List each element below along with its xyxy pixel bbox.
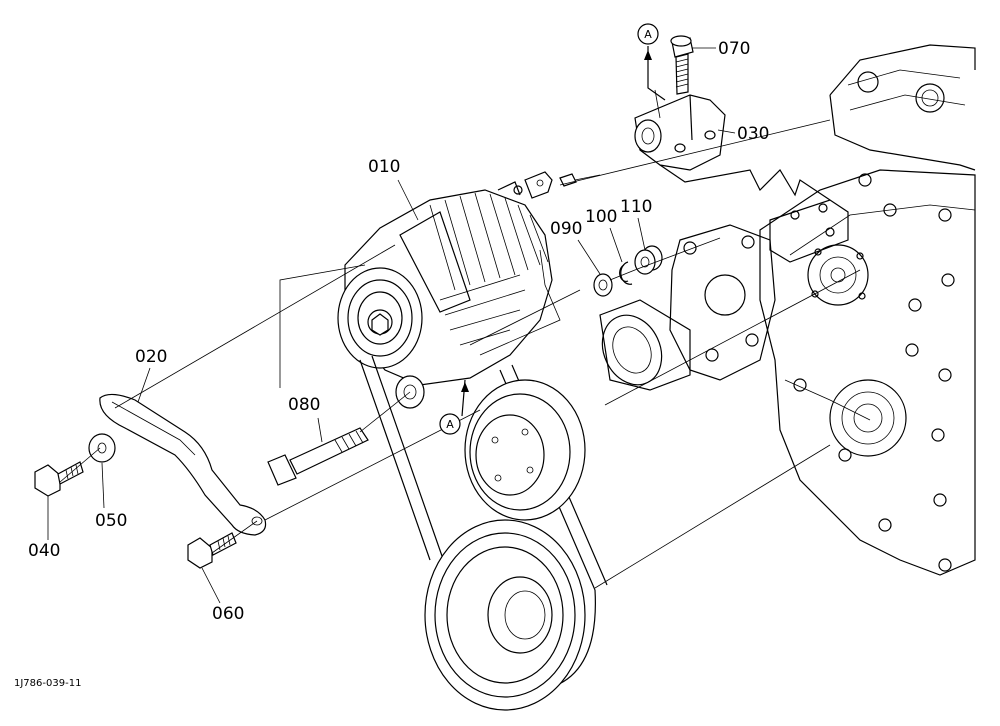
label-040: 040: [28, 541, 60, 561]
terminal-bracket: [524, 171, 577, 199]
crank-pulley: [424, 519, 586, 711]
bolt-040: [34, 461, 84, 497]
spacer-110: [634, 245, 663, 275]
label-090: 090: [550, 219, 582, 239]
washer-050: [88, 433, 116, 463]
svg-text:A: A: [644, 28, 652, 41]
label-010: 010: [368, 157, 400, 177]
label-070: 070: [718, 39, 750, 59]
bolt-080: [267, 427, 369, 486]
washer-090: [593, 273, 613, 297]
part-callouts: 010 020 030 040 050 060 070 080 090 100 …: [28, 39, 769, 624]
lock-washer-100: [619, 261, 633, 285]
label-110: 110: [620, 197, 652, 217]
label-020: 020: [135, 347, 167, 367]
engine-block: [759, 44, 976, 576]
alternator-010: [337, 181, 553, 409]
label-100: 100: [585, 207, 617, 227]
reference-marker-top: A: [637, 23, 666, 101]
bolt-060: [187, 532, 237, 569]
label-060: 060: [212, 604, 244, 624]
svg-text:A: A: [446, 418, 454, 431]
reference-marker-bottom: A: [439, 379, 469, 435]
assembly-lines: [59, 89, 861, 589]
bolt-070: [670, 35, 694, 95]
water-flange-housing: [599, 224, 776, 391]
water-pump-pulley: [464, 379, 586, 521]
label-030: 030: [737, 124, 769, 144]
label-080: 080: [288, 395, 320, 415]
figure-code: 1J786-039-11: [14, 678, 81, 689]
label-050: 050: [95, 511, 127, 531]
adjusting-plate-020: [99, 393, 267, 536]
bracket-030: [634, 94, 726, 171]
